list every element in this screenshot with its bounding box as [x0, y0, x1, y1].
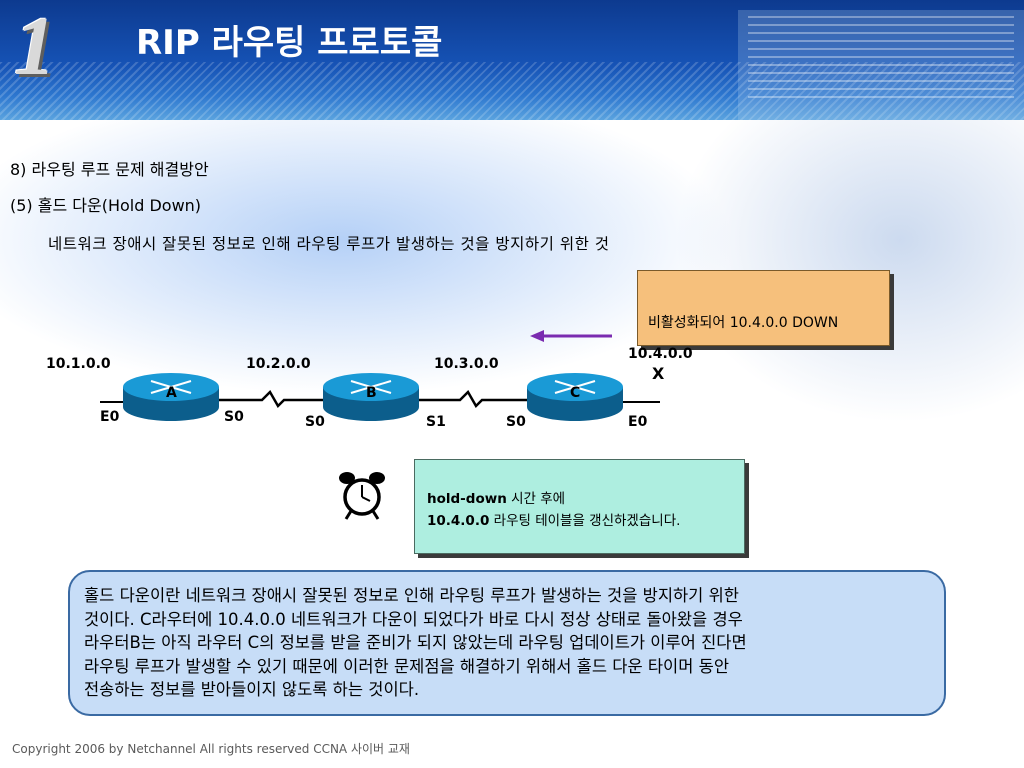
- header-banner: 1 RIP 라우팅 프로토콜: [0, 0, 1024, 120]
- network-label: 10.4.0.0: [628, 346, 693, 362]
- router-icon: [123, 373, 219, 421]
- summary-line: 라우팅 루프가 발생할 수 있기 때문에 이러한 문제점을 해결하기 위해서 홀…: [84, 656, 730, 676]
- router-label-b: B: [366, 385, 377, 401]
- summary-line: 라우터B는 아직 라우터 C의 정보를 받을 준비가 되지 않았는데 라우팅 업…: [84, 633, 747, 652]
- section-heading: 8) 라우팅 루프 문제 해결방안: [10, 160, 209, 179]
- hold-down-callout: hold-down 시간 후에 10.4.0.0 라우팅 테이블을 갱신하겠습니…: [414, 459, 745, 554]
- footer-copyright: Copyright 2006 by Netchannel All rights …: [12, 742, 410, 756]
- summary-box: 홀드 다운이란 네트워크 장애시 잘못된 정보로 인해 라우팅 루프가 발생하는…: [68, 570, 946, 716]
- network-label: 10.1.0.0: [46, 356, 111, 372]
- route-down-text: 비활성화되어 10.4.0.0 DOWN: [648, 315, 839, 331]
- slide-number: 1: [14, 0, 56, 93]
- route-down-callout: 비활성화되어 10.4.0.0 DOWN: [637, 270, 890, 346]
- header-stripes: [0, 62, 1024, 120]
- router-icon: [323, 373, 419, 421]
- port-label: E0: [100, 409, 120, 425]
- slide-title: RIP 라우팅 프로토콜: [136, 23, 443, 63]
- router-label-a: A: [166, 385, 177, 401]
- router-label-c: C: [570, 385, 580, 401]
- port-label: S0: [506, 414, 526, 430]
- summary-line: 전송하는 정보를 받아들이지 않도록 하는 것이다.: [84, 680, 420, 699]
- description-text: 네트워크 장애시 잘못된 정보로 인해 라우팅 루프가 발생하는 것을 방지하기…: [48, 235, 610, 253]
- summary-line: 것이다. C라우터에 10.4.0.0 네트워크가 다운이 되었다가 바로 다시…: [84, 609, 743, 629]
- hold-down-line1: hold-down 시간 후에: [427, 491, 566, 507]
- network-label: 10.3.0.0: [434, 356, 499, 372]
- network-label: 10.2.0.0: [246, 356, 311, 372]
- header-decoration: [738, 10, 1024, 120]
- subsection-heading: (5) 홀드 다운(Hold Down): [10, 196, 202, 215]
- serial-link-icon: [218, 389, 530, 409]
- summary-line: 홀드 다운이란 네트워크 장애시 잘못된 정보로 인해 라우팅 루프가 발생하는…: [84, 586, 739, 605]
- network-down-mark: X: [652, 364, 665, 383]
- hold-down-line2: 10.4.0.0 라우팅 테이블을 갱신하겠습니다.: [427, 513, 681, 529]
- alarm-clock-icon: [339, 472, 385, 520]
- router-icon: [527, 373, 623, 421]
- port-label: E0: [628, 414, 648, 430]
- port-label: S1: [426, 414, 446, 430]
- port-label: S0: [305, 414, 325, 430]
- left-arrow-icon: [530, 330, 612, 342]
- port-label: S0: [224, 409, 244, 425]
- network-diagram: A B C 10.1.0.0 10.2.0.0 10.3.0.0 10.4.0.…: [46, 330, 693, 430]
